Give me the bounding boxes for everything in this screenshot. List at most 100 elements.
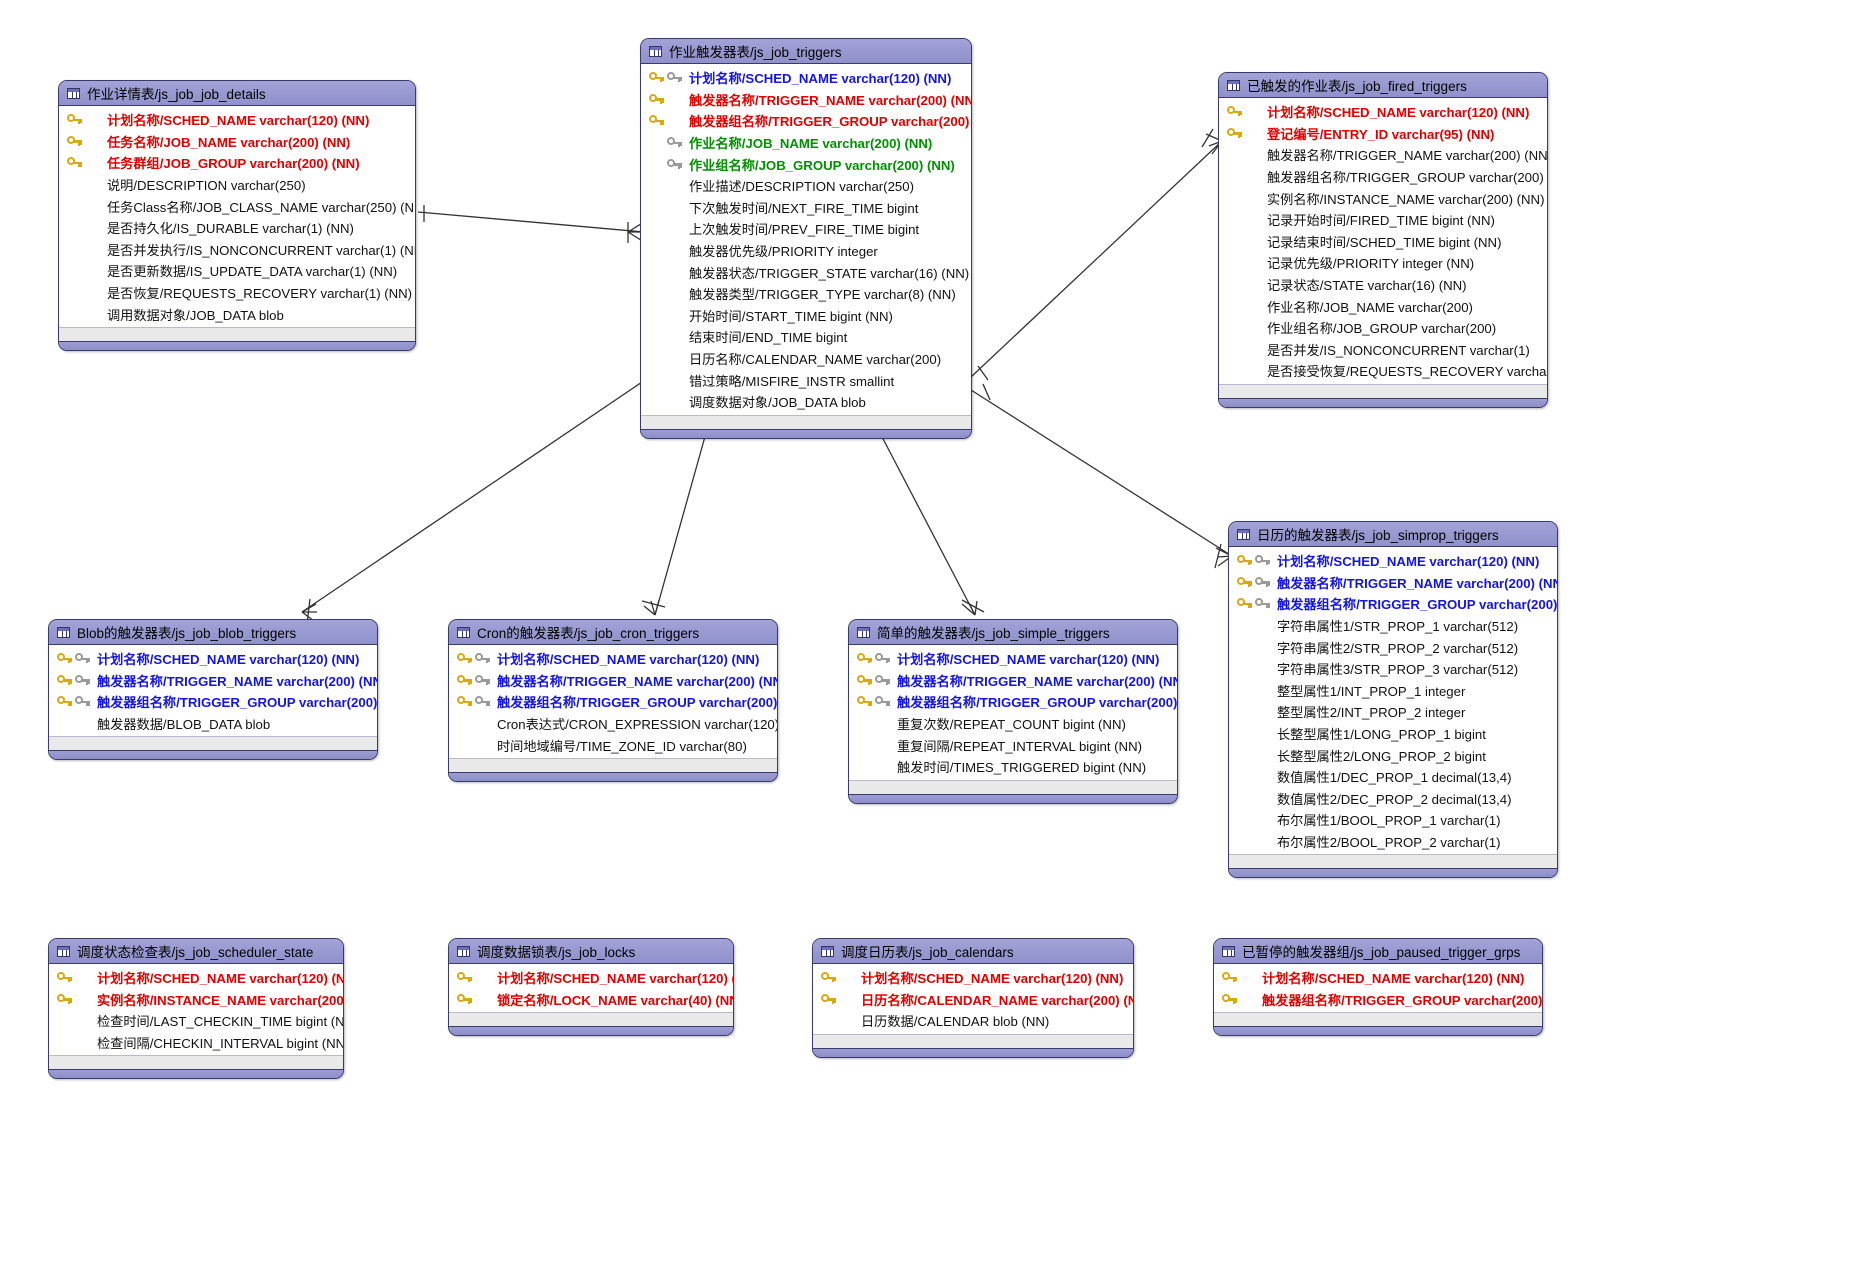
attribute-row[interactable]: 说明/DESCRIPTION varchar(250) xyxy=(59,174,415,196)
attribute-row[interactable]: 触发时间/TIMES_TRIGGERED bigint (NN) xyxy=(849,756,1177,778)
attribute-row[interactable]: 触发器数据/BLOB_DATA blob xyxy=(49,713,377,735)
attribute-row[interactable]: 任务群组/JOB_GROUP varchar(200) (NN) xyxy=(59,152,415,174)
attribute-row[interactable]: 触发器名称/TRIGGER_NAME varchar(200) (NN) xyxy=(1229,572,1557,594)
attribute-row[interactable]: 记录开始时间/FIRED_TIME bigint (NN) xyxy=(1219,209,1547,231)
entity-header-simple_triggers[interactable]: 简单的触发器表/js_job_simple_triggers xyxy=(849,620,1177,645)
attribute-row[interactable]: 触发器类型/TRIGGER_TYPE varchar(8) (NN) xyxy=(641,283,971,305)
attribute-row[interactable]: 是否持久化/IS_DURABLE varchar(1) (NN) xyxy=(59,217,415,239)
attribute-row[interactable]: 触发器名称/TRIGGER_NAME varchar(200) (NN) xyxy=(1219,144,1547,166)
entity-header-blob_triggers[interactable]: Blob的触发器表/js_job_blob_triggers xyxy=(49,620,377,645)
attribute-row[interactable]: 触发器组名称/TRIGGER_GROUP varchar(200) (NN) xyxy=(849,691,1177,713)
attribute-row[interactable]: 调度数据对象/JOB_DATA blob xyxy=(641,391,971,413)
entity-fired_triggers[interactable]: 已触发的作业表/js_job_fired_triggers 计划名称/SCHED_… xyxy=(1218,72,1548,408)
entity-header-job_details[interactable]: 作业详情表/js_job_job_details xyxy=(59,81,415,106)
attribute-row[interactable]: 触发器优先级/PRIORITY integer xyxy=(641,240,971,262)
attribute-row[interactable]: 记录状态/STATE varchar(16) (NN) xyxy=(1219,274,1547,296)
entity-paused_trigger_grps[interactable]: 已暂停的触发器组/js_job_paused_trigger_grps 计划名称/… xyxy=(1213,938,1543,1037)
entity-calendars[interactable]: 调度日历表/js_job_calendars 计划名称/SCHED_NAME va… xyxy=(812,938,1134,1058)
entity-locks[interactable]: 调度数据锁表/js_job_locks 计划名称/SCHED_NAME varch… xyxy=(448,938,734,1037)
attribute-row[interactable]: 字符串属性2/STR_PROP_2 varchar(512) xyxy=(1229,636,1557,658)
attribute-row[interactable]: 触发器名称/TRIGGER_NAME varchar(200) (NN) xyxy=(849,670,1177,692)
entity-simple_triggers[interactable]: 简单的触发器表/js_job_simple_triggers 计划名称/SCHED… xyxy=(848,619,1178,804)
attribute-row[interactable]: 触发器名称/TRIGGER_NAME varchar(200) (NN) xyxy=(49,670,377,692)
attribute-row[interactable]: 日历名称/CALENDAR_NAME varchar(200) (NN) xyxy=(813,989,1133,1011)
attribute-row[interactable]: 字符串属性3/STR_PROP_3 varchar(512) xyxy=(1229,658,1557,680)
attribute-row[interactable]: 下次触发时间/NEXT_FIRE_TIME bigint xyxy=(641,197,971,219)
entity-cron_triggers[interactable]: Cron的触发器表/js_job_cron_triggers 计划名称/SCHED… xyxy=(448,619,778,782)
attribute-row[interactable]: 计划名称/SCHED_NAME varchar(120) (NN) xyxy=(813,967,1133,989)
attribute-row[interactable]: 记录结束时间/SCHED_TIME bigint (NN) xyxy=(1219,231,1547,253)
entity-job_details[interactable]: 作业详情表/js_job_job_details 计划名称/SCHED_NAME … xyxy=(58,80,416,351)
attribute-row[interactable]: 数值属性1/DEC_PROP_1 decimal(13,4) xyxy=(1229,766,1557,788)
attribute-row[interactable]: 布尔属性1/BOOL_PROP_1 varchar(1) xyxy=(1229,809,1557,831)
attribute-row[interactable]: 计划名称/SCHED_NAME varchar(120) (NN) xyxy=(449,967,733,989)
attribute-row[interactable]: 检查间隔/CHECKIN_INTERVAL bigint (NN) xyxy=(49,1032,343,1054)
attribute-row[interactable]: 任务Class名称/JOB_CLASS_NAME varchar(250) (N… xyxy=(59,195,415,217)
attribute-row[interactable]: 是否恢复/REQUESTS_RECOVERY varchar(1) (NN) xyxy=(59,282,415,304)
attribute-row[interactable]: 触发器组名称/TRIGGER_GROUP varchar(200) (NN) xyxy=(449,691,777,713)
attribute-row[interactable]: 触发器状态/TRIGGER_STATE varchar(16) (NN) xyxy=(641,261,971,283)
attribute-row[interactable]: 上次触发时间/PREV_FIRE_TIME bigint xyxy=(641,218,971,240)
attribute-row[interactable]: 作业描述/DESCRIPTION varchar(250) xyxy=(641,175,971,197)
attribute-row[interactable]: 是否并发执行/IS_NONCONCURRENT varchar(1) (NN) xyxy=(59,239,415,261)
attribute-row[interactable]: 计划名称/SCHED_NAME varchar(120) (NN) xyxy=(1214,967,1542,989)
attribute-row[interactable]: Cron表达式/CRON_EXPRESSION varchar(120) (NN… xyxy=(449,713,777,735)
entity-header-cron_triggers[interactable]: Cron的触发器表/js_job_cron_triggers xyxy=(449,620,777,645)
attribute-row[interactable]: 计划名称/SCHED_NAME varchar(120) (NN) xyxy=(849,648,1177,670)
attribute-row[interactable]: 计划名称/SCHED_NAME varchar(120) (NN) xyxy=(1219,101,1547,123)
attribute-row[interactable]: 锁定名称/LOCK_NAME varchar(40) (NN) xyxy=(449,989,733,1011)
attribute-row[interactable]: 计划名称/SCHED_NAME varchar(120) (NN) xyxy=(49,967,343,989)
attribute-row[interactable]: 日历数据/CALENDAR blob (NN) xyxy=(813,1010,1133,1032)
attribute-row[interactable]: 长整型属性2/LONG_PROP_2 bigint xyxy=(1229,744,1557,766)
entity-blob_triggers[interactable]: Blob的触发器表/js_job_blob_triggers 计划名称/SCHED… xyxy=(48,619,378,761)
attribute-row[interactable]: 结束时间/END_TIME bigint xyxy=(641,326,971,348)
entity-header-scheduler_state[interactable]: 调度状态检查表/js_job_scheduler_state xyxy=(49,939,343,964)
attribute-row[interactable]: 记录优先级/PRIORITY integer (NN) xyxy=(1219,252,1547,274)
attribute-row[interactable]: 任务名称/JOB_NAME varchar(200) (NN) xyxy=(59,131,415,153)
attribute-row[interactable]: 计划名称/SCHED_NAME varchar(120) (NN) xyxy=(449,648,777,670)
attribute-row[interactable]: 计划名称/SCHED_NAME varchar(120) (NN) xyxy=(49,648,377,670)
attribute-row[interactable]: 触发器名称/TRIGGER_NAME varchar(200) (NN) xyxy=(641,89,971,111)
attribute-row[interactable]: 开始时间/START_TIME bigint (NN) xyxy=(641,305,971,327)
attribute-row[interactable]: 检查时间/LAST_CHECKIN_TIME bigint (NN) xyxy=(49,1010,343,1032)
attribute-row[interactable]: 触发器组名称/TRIGGER_GROUP varchar(200) (NN) xyxy=(1214,989,1542,1011)
entity-simprop_triggers[interactable]: 日历的触发器表/js_job_simprop_triggers 计划名称/SCHE… xyxy=(1228,521,1558,879)
attribute-row[interactable]: 整型属性1/INT_PROP_1 integer xyxy=(1229,680,1557,702)
attribute-row[interactable]: 时间地域编号/TIME_ZONE_ID varchar(80) xyxy=(449,734,777,756)
attribute-row[interactable]: 字符串属性1/STR_PROP_1 varchar(512) xyxy=(1229,615,1557,637)
entity-header-locks[interactable]: 调度数据锁表/js_job_locks xyxy=(449,939,733,964)
attribute-row[interactable]: 是否接受恢复/REQUESTS_RECOVERY varchar(1) xyxy=(1219,360,1547,382)
entity-header-paused_trigger_grps[interactable]: 已暂停的触发器组/js_job_paused_trigger_grps xyxy=(1214,939,1542,964)
attribute-row[interactable]: 错过策略/MISFIRE_INSTR smallint xyxy=(641,369,971,391)
attribute-row[interactable]: 计划名称/SCHED_NAME varchar(120) (NN) xyxy=(641,67,971,89)
attribute-row[interactable]: 触发器名称/TRIGGER_NAME varchar(200) (NN) xyxy=(449,670,777,692)
attribute-row[interactable]: 日历名称/CALENDAR_NAME varchar(200) xyxy=(641,348,971,370)
entity-triggers[interactable]: 作业触发器表/js_job_triggers 计划名称/SCHED_NAME va… xyxy=(640,38,972,439)
attribute-row[interactable]: 长整型属性1/LONG_PROP_1 bigint xyxy=(1229,723,1557,745)
entity-scheduler_state[interactable]: 调度状态检查表/js_job_scheduler_state 计划名称/SCHED… xyxy=(48,938,344,1080)
attribute-row[interactable]: 计划名称/SCHED_NAME varchar(120) (NN) xyxy=(59,109,415,131)
entity-header-simprop_triggers[interactable]: 日历的触发器表/js_job_simprop_triggers xyxy=(1229,522,1557,547)
attribute-row[interactable]: 重复间隔/REPEAT_INTERVAL bigint (NN) xyxy=(849,734,1177,756)
attribute-row[interactable]: 整型属性2/INT_PROP_2 integer xyxy=(1229,701,1557,723)
attribute-row[interactable]: 布尔属性2/BOOL_PROP_2 varchar(1) xyxy=(1229,831,1557,853)
attribute-row[interactable]: 实例名称/INSTANCE_NAME varchar(200) (NN) xyxy=(1219,187,1547,209)
attribute-row[interactable]: 触发器组名称/TRIGGER_GROUP varchar(200) (NN) xyxy=(1229,593,1557,615)
attribute-row[interactable]: 是否更新数据/IS_UPDATE_DATA varchar(1) (NN) xyxy=(59,260,415,282)
entity-header-calendars[interactable]: 调度日历表/js_job_calendars xyxy=(813,939,1133,964)
attribute-row[interactable]: 重复次数/REPEAT_COUNT bigint (NN) xyxy=(849,713,1177,735)
attribute-row[interactable]: 触发器组名称/TRIGGER_GROUP varchar(200) (NN) xyxy=(49,691,377,713)
attribute-row[interactable]: 作业名称/JOB_NAME varchar(200) (NN) xyxy=(641,132,971,154)
entity-header-triggers[interactable]: 作业触发器表/js_job_triggers xyxy=(641,39,971,64)
attribute-row[interactable]: 是否并发/IS_NONCONCURRENT varchar(1) xyxy=(1219,339,1547,361)
attribute-row[interactable]: 计划名称/SCHED_NAME varchar(120) (NN) xyxy=(1229,550,1557,572)
attribute-row[interactable]: 作业组名称/JOB_GROUP varchar(200) (NN) xyxy=(641,153,971,175)
attribute-row[interactable]: 作业组名称/JOB_GROUP varchar(200) xyxy=(1219,317,1547,339)
attribute-row[interactable]: 调用数据对象/JOB_DATA blob xyxy=(59,303,415,325)
attribute-row[interactable]: 数值属性2/DEC_PROP_2 decimal(13,4) xyxy=(1229,788,1557,810)
attribute-row[interactable]: 作业名称/JOB_NAME varchar(200) xyxy=(1219,295,1547,317)
attribute-row[interactable]: 触发器组名称/TRIGGER_GROUP varchar(200) (NN) xyxy=(641,110,971,132)
entity-header-fired_triggers[interactable]: 已触发的作业表/js_job_fired_triggers xyxy=(1219,73,1547,98)
attribute-row[interactable]: 登记编号/ENTRY_ID varchar(95) (NN) xyxy=(1219,123,1547,145)
attribute-row[interactable]: 触发器组名称/TRIGGER_GROUP varchar(200) (NN) xyxy=(1219,166,1547,188)
